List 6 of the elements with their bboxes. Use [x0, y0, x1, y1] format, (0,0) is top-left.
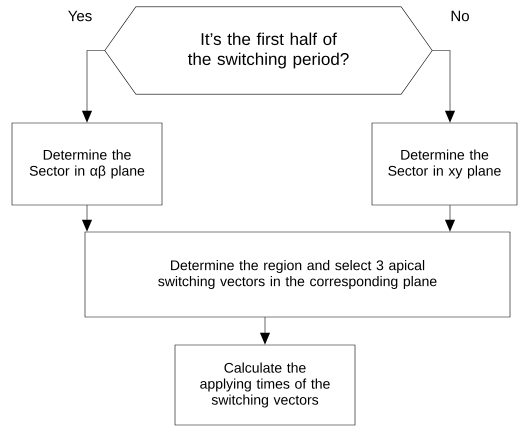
process-box: Determine the Sector in αβ plane — [12, 122, 162, 206]
edge-label: Yes — [68, 10, 92, 22]
edge-label: No — [452, 10, 469, 22]
process-box: Determine the Sector in xy plane — [372, 122, 518, 206]
process-box: Determine the region and select 3 apical switching vectors in the corresponding plane — [84, 232, 510, 318]
process-box: Calculate the applying times of the switching vectors — [174, 344, 356, 426]
